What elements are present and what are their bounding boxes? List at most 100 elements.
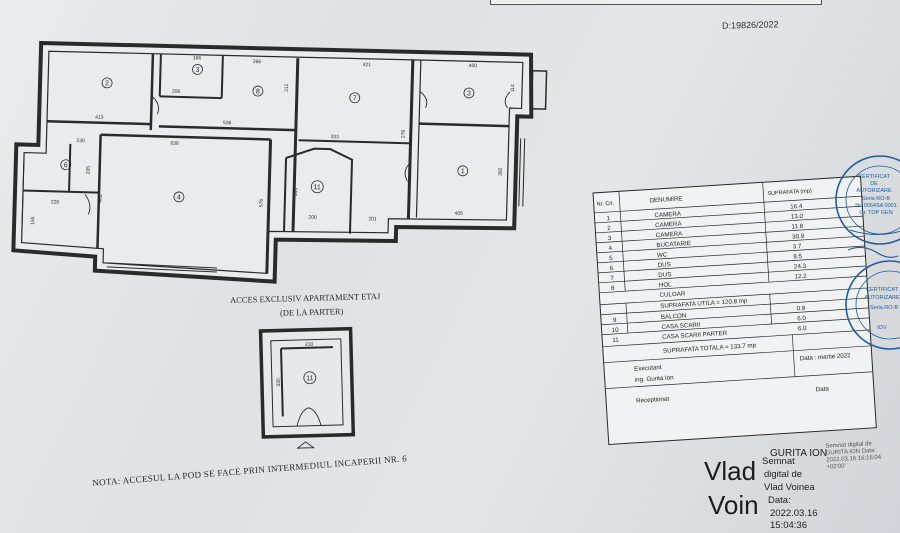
signer-name: GURITA ION: [770, 448, 828, 459]
table-cell: CAMERA: [656, 230, 684, 239]
date2-label: Data: [816, 386, 830, 394]
table-cell: CULOAR: [659, 290, 686, 299]
executant-name: ing. Gurita Ion: [635, 374, 675, 383]
receptionat-label: Receptionat: [636, 396, 670, 405]
room-number: 3: [467, 90, 471, 97]
dimension-label: 400: [469, 63, 478, 69]
room-marker: [349, 92, 361, 104]
table-cell: 4: [608, 245, 612, 252]
table-cell: 6: [610, 265, 614, 272]
table-cell: 2: [607, 225, 611, 232]
dimension-label: 201: [368, 216, 377, 222]
dimension-label: 155: [30, 216, 36, 225]
exterior-wall: [11, 40, 534, 284]
door-swing: [84, 194, 91, 215]
wall: [285, 147, 354, 234]
table-cell: 5: [609, 255, 613, 262]
table-cell: CASA SCARII: [661, 322, 700, 331]
signature-first-name: Vlad: [704, 456, 757, 486]
signature-line: 15:04:36: [770, 520, 807, 531]
table-cell: 0.9: [796, 305, 806, 313]
signature-meta: Semnat digital de GURITA ION Data: 2022.…: [825, 441, 882, 471]
table-cell: 6.0: [798, 325, 808, 333]
table-cell: 7: [610, 275, 614, 282]
stamp-top: CERTIFICAT DE AUTORIZARE Seria RO-B Nr. …: [835, 155, 900, 245]
dimension-label: 206: [172, 89, 181, 95]
dimension-label: 405: [98, 194, 104, 203]
dimension-label: 315: [293, 188, 299, 197]
dimension-label: 392: [498, 167, 504, 176]
table-cell: DUS: [658, 271, 671, 279]
dimension-label: 576: [259, 199, 265, 208]
table-cell: BUCATARIE: [656, 240, 691, 249]
table-cell: HOL: [659, 281, 673, 289]
stamp-text: CERTIFICAT: [866, 287, 899, 293]
wall: [265, 139, 273, 274]
room-number: 4: [177, 194, 181, 201]
table-cell: 8: [611, 285, 615, 292]
table-cell: BALCON: [661, 312, 687, 321]
table-cell: 3.7: [793, 243, 803, 251]
room-number: 2: [105, 80, 109, 87]
room-marker: [252, 85, 264, 97]
dimension-label: 210: [305, 342, 314, 348]
dimension-label: 330: [276, 378, 282, 387]
dimension-label: 230: [76, 138, 85, 144]
dimension-label: 228: [51, 199, 60, 205]
table-header: SUPRAFATA (mp): [767, 188, 812, 197]
digital-signature: GURITA ION Semnat digital de GURITA ION …: [700, 441, 900, 533]
table-cell: 24.3: [794, 263, 807, 271]
wall: [419, 122, 510, 128]
room-number: 11: [306, 375, 314, 382]
wall: [159, 95, 222, 100]
table-cell: 8.5: [793, 253, 803, 261]
table-cell: 3: [608, 235, 612, 242]
entrance-arrow: [296, 441, 316, 449]
room-number: 8: [256, 89, 260, 96]
table-header: DENUMIRE: [649, 195, 682, 204]
table-cell: 1: [606, 215, 610, 222]
window: [518, 138, 526, 207]
stamp-text: Nr. 0064SA 0001: [855, 203, 897, 209]
wall: [415, 59, 422, 218]
executant-label: Executant: [634, 364, 662, 373]
table-cell: CAMERA: [655, 220, 683, 229]
dimension-label: 166: [193, 55, 202, 61]
signature-line: Semnat: [762, 456, 795, 467]
wall: [291, 58, 300, 233]
stamp-text: Seria RO-B: [870, 305, 898, 311]
room-marker: [101, 77, 113, 89]
room-number: 1: [461, 168, 465, 175]
cut-off-form-edge: [490, 0, 822, 5]
room-number: 6: [64, 162, 68, 169]
table-cell: CAMERA: [654, 210, 682, 219]
room-number: 11: [313, 184, 321, 191]
window: [106, 262, 217, 273]
signature-line: Data:: [768, 495, 791, 506]
dimension-label: 636: [170, 141, 179, 147]
signature-line: digital de: [764, 469, 803, 480]
table-cell: 6.0: [797, 315, 807, 323]
wall: [220, 56, 224, 99]
dimension-label: 333: [331, 134, 340, 140]
stamp-text: Gr. TOP GEN: [859, 210, 892, 216]
table-cell: WC: [657, 251, 668, 259]
dimension-label: 413: [95, 115, 104, 121]
stamp-scribble: [847, 246, 899, 258]
dimension-label: 266: [253, 59, 262, 65]
window: [21, 160, 25, 233]
stamp-text: AUTORIZARE: [864, 295, 900, 301]
table-cell: 16.4: [790, 203, 803, 211]
table-cell: 12.2: [794, 273, 807, 281]
room-marker: [303, 371, 317, 385]
wall: [298, 139, 411, 145]
table-cell: 11: [612, 337, 619, 344]
wall: [158, 125, 296, 132]
stamp-text: AUTORIZARE: [856, 188, 892, 194]
balcony: [530, 69, 548, 110]
stamp-bottom: CERTIFICAT AUTORIZARE Seria RO-B IOV: [845, 260, 900, 350]
dimension-label: 200: [308, 215, 317, 221]
room-marker: [457, 165, 469, 177]
